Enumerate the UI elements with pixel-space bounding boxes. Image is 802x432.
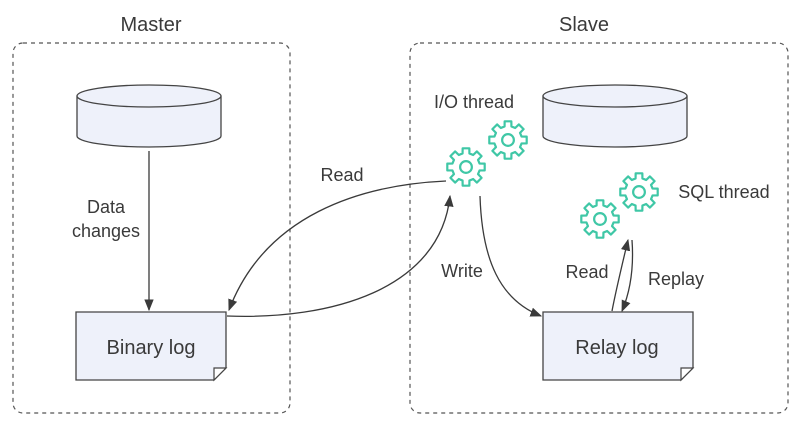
slave-database-icon: [542, 84, 688, 148]
master-database-icon: [76, 84, 222, 148]
binary-log-label: Binary log: [107, 337, 196, 359]
relay-log-label: Relay log: [575, 337, 658, 359]
slave-group: [409, 42, 789, 414]
read-response-arrow: [226, 194, 454, 317]
relay-log-document-icon: [542, 311, 695, 382]
read-request-arrow: [228, 180, 447, 312]
io-thread-label: I/O thread: [434, 92, 514, 112]
sql-thread-gear-icon: [619, 172, 659, 212]
master-group: [12, 42, 291, 414]
read-master-label: Read: [320, 165, 363, 185]
sql-thread-gear-icon: [580, 199, 620, 239]
sql-thread-label: SQL thread: [678, 182, 769, 202]
io-thread-gear-icon: [446, 147, 486, 187]
replay-label: Replay: [648, 269, 704, 289]
replay-arrow: [621, 239, 634, 313]
read-slave-label: Read: [565, 262, 608, 282]
write-arrow: [479, 195, 543, 317]
slave-title: Slave: [559, 14, 609, 36]
binary-log-document-icon: [75, 311, 228, 382]
master-title: Master: [120, 14, 181, 36]
data-changes-label-line2: changes: [72, 221, 140, 241]
read-slave-arrow: [611, 238, 631, 312]
data-changes-label-line1: Data: [87, 197, 126, 217]
io-thread-gear-icon: [488, 120, 528, 160]
write-label: Write: [441, 261, 483, 281]
